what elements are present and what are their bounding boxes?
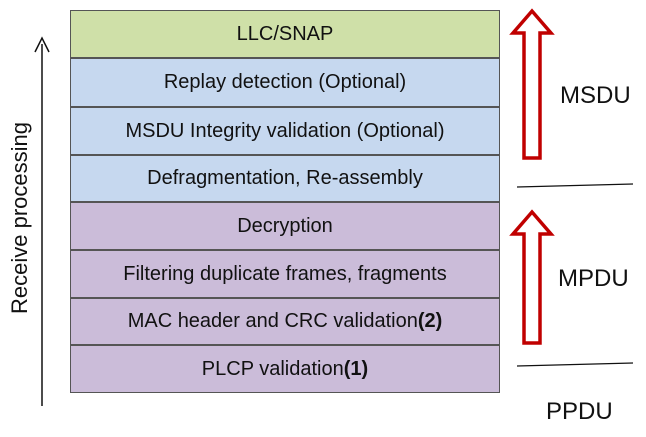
layer-decryption-label: Decryption <box>237 214 333 237</box>
layer-llc-snap-label: LLC/SNAP <box>236 22 334 45</box>
layer-plcp-validation-step: (1) <box>343 357 369 380</box>
layer-defragmentation-label: Defragmentation, Re-assembly <box>147 167 423 189</box>
layer-replay-detection: Replay detection (Optional) <box>70 58 500 107</box>
layer-llc-snap: LLC/SNAP <box>70 10 500 58</box>
ppdu-label: PPDU <box>546 398 613 425</box>
mpdu-up-arrow <box>509 209 555 345</box>
layer-plcp-validation: PLCP validation (1) <box>70 345 500 393</box>
layer-mac-header-crc-label: MAC header and CRC validation <box>127 310 418 332</box>
layer-msdu-integrity-label: MSDU Integrity validation (Optional) <box>125 119 445 142</box>
layer-mac-header-crc: MAC header and CRC validation (2) <box>70 298 500 345</box>
msdu-mpdu-divider <box>516 183 634 188</box>
mpdu-ppdu-divider <box>516 362 634 367</box>
layer-replay-detection-label: Replay detection (Optional) <box>163 71 407 93</box>
layer-filtering-duplicates-label: Filtering duplicate frames, fragments <box>123 262 447 285</box>
msdu-label: MSDU <box>560 82 631 109</box>
layer-msdu-integrity: MSDU Integrity validation (Optional) <box>70 107 500 155</box>
layer-plcp-validation-label: PLCP validation <box>201 357 344 380</box>
mpdu-label: MPDU <box>558 265 629 292</box>
msdu-up-arrow <box>509 8 555 160</box>
layer-defragmentation: Defragmentation, Re-assembly <box>70 155 500 202</box>
layer-decryption: Decryption <box>70 202 500 250</box>
layer-mac-header-crc-step: (2) <box>417 310 443 332</box>
layer-filtering-duplicates: Filtering duplicate frames, fragments <box>70 250 500 298</box>
axis-arrow-head <box>34 36 50 53</box>
